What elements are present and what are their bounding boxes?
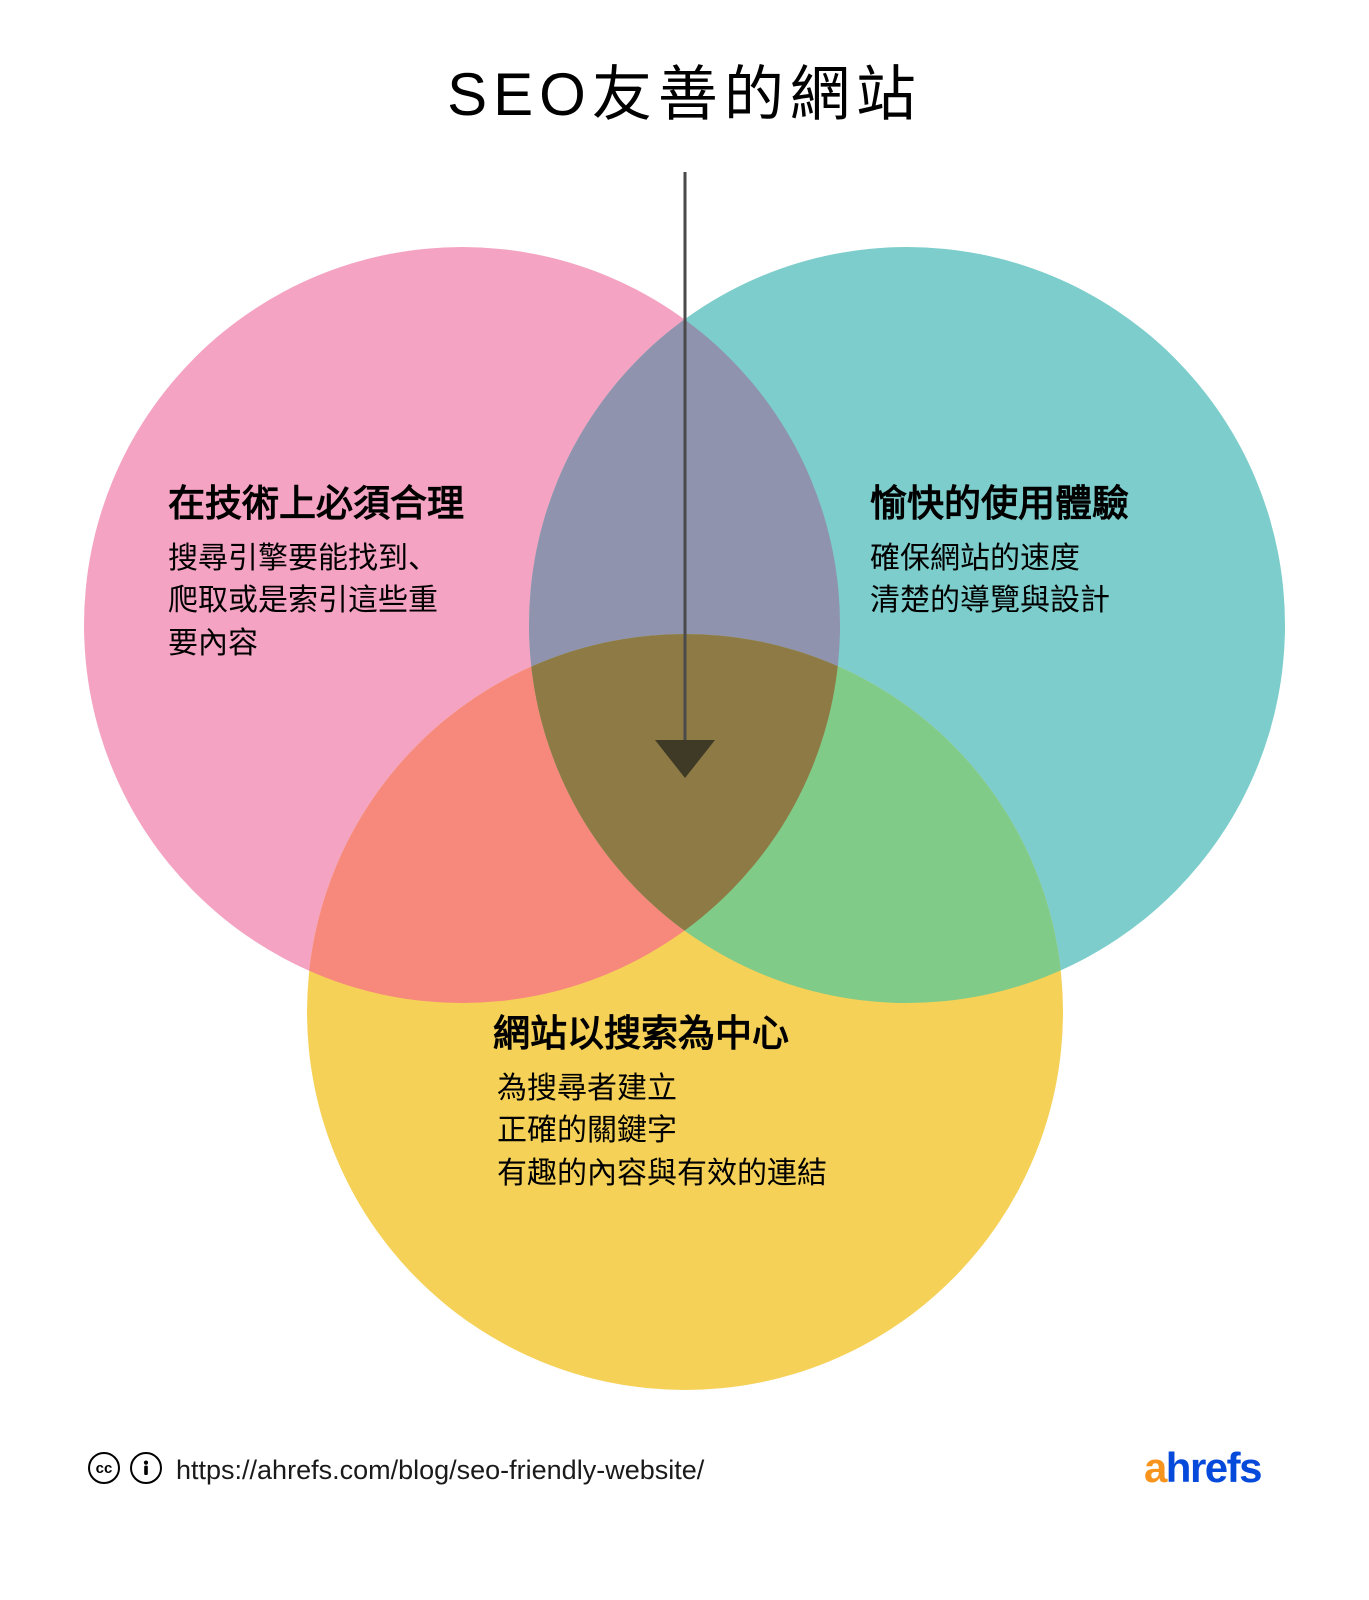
person-glyph xyxy=(143,1460,149,1475)
label-user-experience: 愉快的使用體驗 確保網站的速度 清楚的導覽與設計 xyxy=(870,483,1129,623)
overlap-pink-yellow xyxy=(307,634,840,1003)
logo-accent-letter: a xyxy=(1143,1444,1167,1491)
cc-license-icon: cc xyxy=(88,1452,120,1484)
body-user-experience: 確保網站的速度 清楚的導覽與設計 xyxy=(870,538,1129,623)
cc-attribution-icon xyxy=(130,1452,162,1484)
body-line: 要內容 xyxy=(168,626,258,660)
overlap-teal-yellow xyxy=(529,634,1063,1003)
body-line: 有趣的內容與有效的連結 xyxy=(497,1156,827,1190)
heading-search-centric: 網站以搜索為中心 xyxy=(493,1013,789,1054)
footer: cc https://ahrefs.com/blog/seo-friendly-… xyxy=(0,1447,1369,1518)
body-line: 確保網站的速度 xyxy=(870,541,1080,575)
logo-wordmark: hrefs xyxy=(1165,1444,1263,1491)
label-search-centric: 網站以搜索為中心 為搜尋者建立 正確的關鍵字 有趣的內容與有效的連結 xyxy=(493,1013,827,1196)
page-title: SEO友善的網站 xyxy=(447,61,922,128)
label-technically-sound: 在技術上必須合理 搜尋引擎要能找到、 爬取或是索引這些重 要內容 xyxy=(168,483,464,665)
body-line: 正確的關鍵字 xyxy=(497,1114,677,1148)
ahrefs-logo: ahrefs xyxy=(1144,1447,1263,1489)
source-url[interactable]: https://ahrefs.com/blog/seo-friendly-web… xyxy=(176,1455,705,1485)
body-line: 爬取或是索引這些重 xyxy=(168,584,438,618)
body-search-centric: 為搜尋者建立 正確的關鍵字 有趣的內容與有效的連結 xyxy=(497,1068,827,1196)
body-line: 搜尋引擎要能找到、 xyxy=(168,541,438,575)
heading-technically-sound: 在技術上必須合理 xyxy=(168,483,464,524)
heading-user-experience: 愉快的使用體驗 xyxy=(870,483,1129,524)
body-technically-sound: 搜尋引擎要能找到、 爬取或是索引這些重 要內容 xyxy=(168,538,464,666)
creative-commons-icons: cc xyxy=(88,1452,162,1484)
body-line: 為搜尋者建立 xyxy=(497,1071,677,1105)
center-pointer-arrow xyxy=(655,172,715,778)
body-line: 清楚的導覽與設計 xyxy=(870,584,1110,618)
